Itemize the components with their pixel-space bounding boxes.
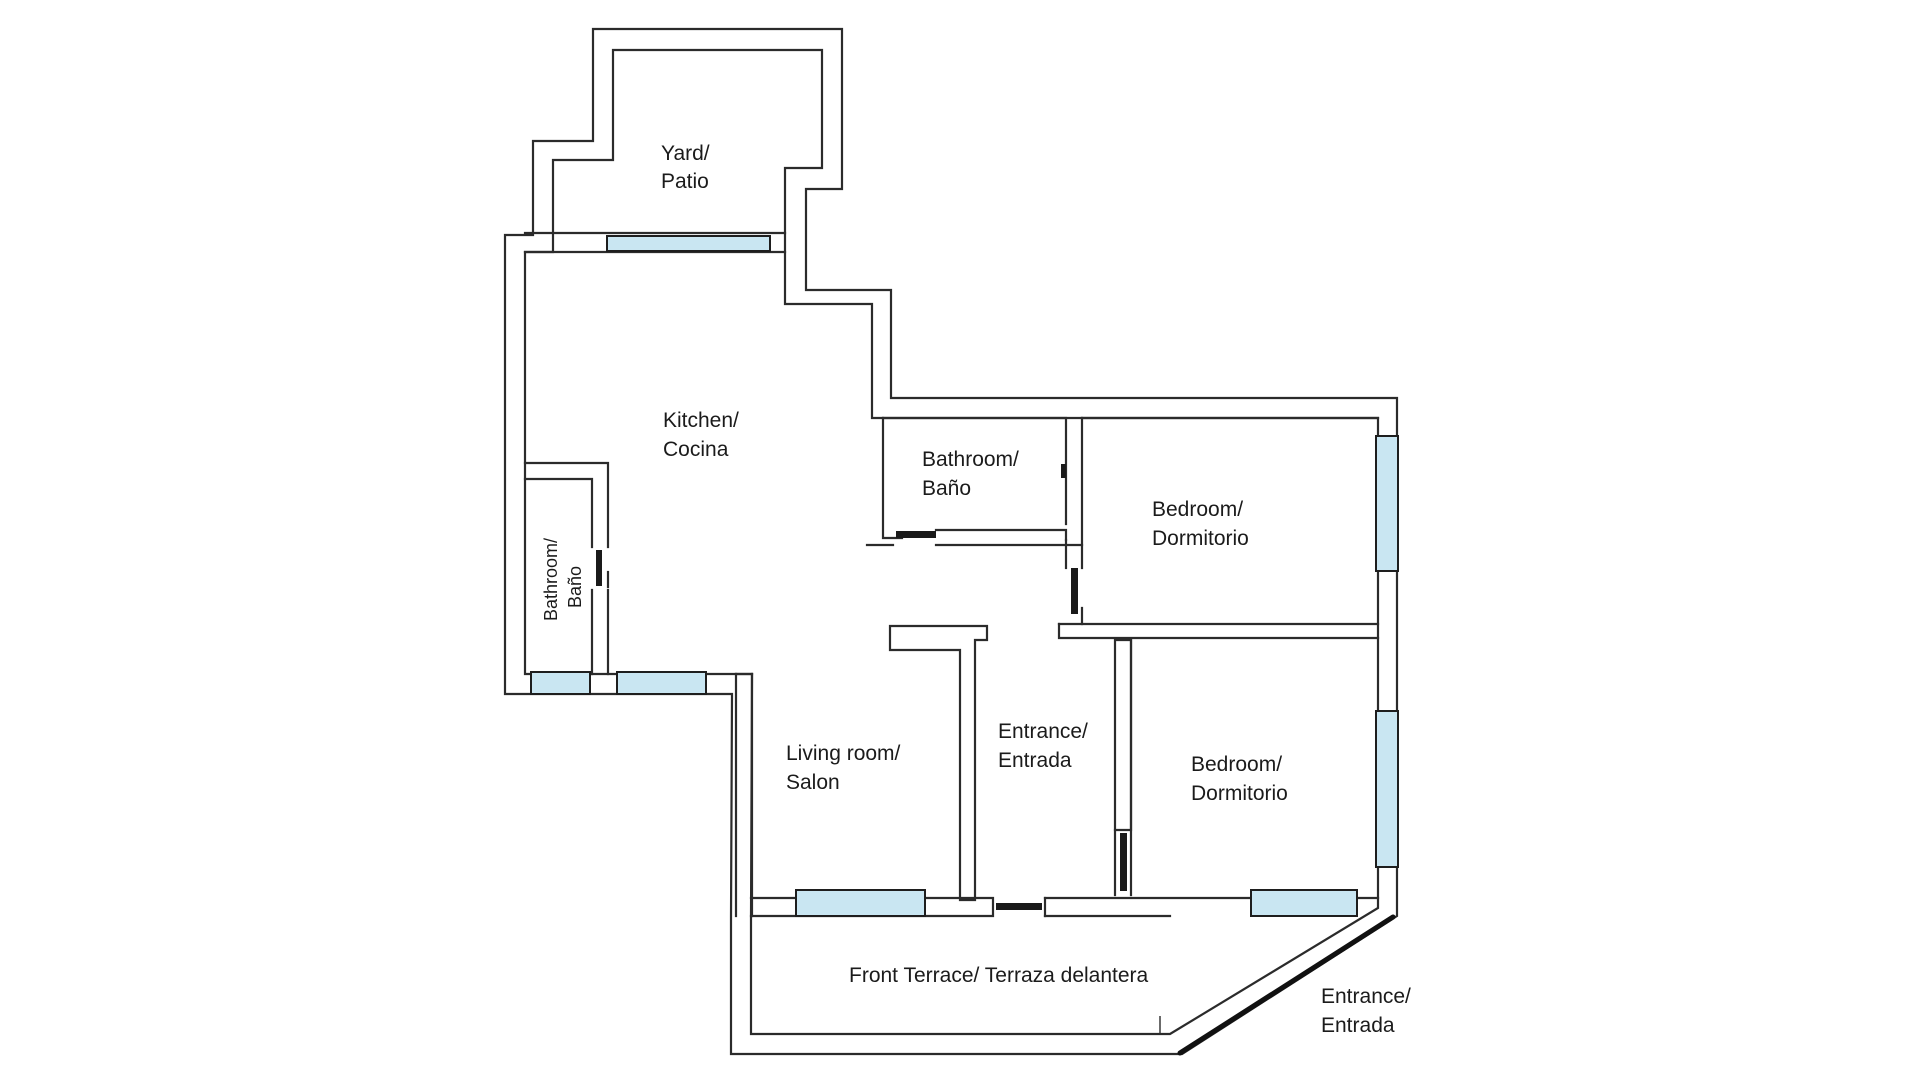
label-bathroom-top-line2: Baño [922,477,971,500]
door-bath-side [596,550,602,586]
door-bedroom-bottom [1120,833,1127,891]
doors [596,464,1127,910]
label-bathroom-side-line2: Baño [565,566,585,608]
window-bedroom-bottom-side [1375,710,1399,868]
door-bedroom-top [1071,568,1078,614]
window-bath-side [530,671,591,695]
label-kitchen-line2: Cocina [663,438,729,461]
label-entrance-outer-line1: Entrance/ [1321,985,1411,1008]
window-yard [606,235,771,252]
windows [530,235,1399,917]
label-bedroom-bottom-line2: Dormitorio [1191,782,1288,805]
door-bath-top-right [1061,464,1066,478]
label-terrace: Front Terrace/ Terraza delantera [849,964,1149,987]
window-bedroom-top [1375,435,1399,572]
label-living-line1: Living room/ [786,742,901,765]
label-kitchen-line1: Kitchen/ [663,409,739,432]
label-bedroom-top-line2: Dormitorio [1152,527,1249,550]
window-living [795,889,926,917]
door-bath-top [896,531,936,538]
room-labels: Yard/ Patio Kitchen/ Cocina Bathroom/ Ba… [541,142,1411,1037]
label-living-line2: Salon [786,771,840,794]
label-entrance-inner-line2: Entrada [998,749,1072,772]
label-yard-line1: Yard/ [661,142,710,165]
label-entrance-outer-line2: Entrada [1321,1014,1395,1037]
window-kitchen [616,671,707,695]
window-bedroom-bottom-front [1250,889,1358,917]
exterior-entrance-line [1177,914,1396,1056]
label-entrance-inner-line1: Entrance/ [998,720,1088,743]
label-bedroom-top-line1: Bedroom/ [1152,498,1243,521]
door-main-entrance [996,903,1042,910]
label-bedroom-bottom-line1: Bedroom/ [1191,753,1282,776]
label-yard-line2: Patio [661,170,709,193]
label-bathroom-side-line1: Bathroom/ [541,538,561,621]
label-bathroom-top-line1: Bathroom/ [922,448,1019,471]
